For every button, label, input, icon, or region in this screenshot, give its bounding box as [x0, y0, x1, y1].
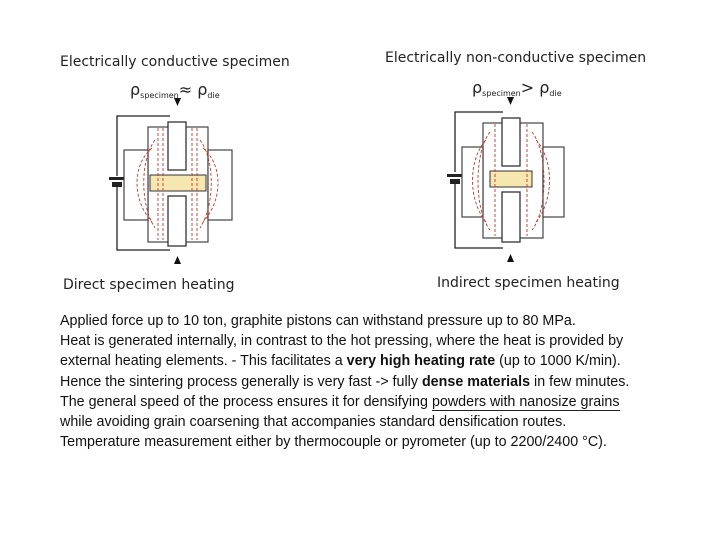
- circuit-wire-top-right: [454, 111, 503, 172]
- upper-punch: [167, 121, 187, 171]
- text-line-5: The general speed of the process ensures…: [60, 393, 620, 411]
- circuit-wire-bottom-right: [454, 184, 503, 249]
- pressure-arrow-bottom-right: [507, 254, 514, 262]
- specimen-right: [489, 170, 533, 188]
- left-panel: Electrically conductive specimen ρspecim…: [60, 54, 290, 293]
- highlight-dense-materials: dense materials: [421, 373, 531, 390]
- lower-punch-right: [501, 191, 521, 243]
- right-panel-title: Electrically non-conductive specimen: [385, 50, 646, 66]
- text-line-4: Hence the sintering process generally is…: [60, 373, 630, 390]
- pressure-arrow-top: [174, 98, 181, 106]
- highlight-nanosize-grains: powders with nanosize grains: [431, 393, 620, 411]
- right-panel: Electrically non-conductive specimen ρsp…: [385, 50, 646, 291]
- die-side-left: [123, 149, 149, 221]
- pressure-arrow-top-right: [507, 97, 514, 105]
- power-source-plate-bottom-right: [450, 179, 460, 184]
- right-rho-formula: ρspecimen> ρdie: [472, 78, 562, 98]
- text-line-1: Applied force up to 10 ton, graphite pis…: [60, 313, 576, 329]
- left-panel-caption: Direct specimen heating: [63, 277, 235, 293]
- highlight-heating-rate: very high heating rate: [346, 353, 496, 370]
- current-flow-lines-right: [472, 124, 550, 236]
- left-panel-title: Electrically conductive specimen: [60, 54, 290, 70]
- text-line-3: external heating elements. - This facili…: [60, 353, 621, 370]
- lower-punch: [167, 195, 187, 247]
- pressure-arrow-bottom: [174, 256, 181, 264]
- right-panel-caption: Indirect specimen heating: [437, 275, 620, 291]
- text-line-6: while avoiding grain coarsening that acc…: [60, 414, 567, 431]
- spark-plasma-sintering-diagram: Electrically conductive specimen ρspecim…: [60, 50, 646, 293]
- current-flow-lines: [136, 128, 219, 240]
- circuit-wire-bottom: [116, 186, 170, 251]
- die-side-right: [207, 149, 233, 221]
- upper-punch-right: [501, 117, 521, 167]
- left-rho-formula: ρspecimen≈ ρdie: [130, 80, 220, 100]
- description-text: Applied force up to 10 ton, graphite pis…: [60, 311, 710, 452]
- power-source-plate-top: [109, 177, 125, 180]
- text-line-2: Heat is generated internally, in contras…: [60, 333, 624, 350]
- power-source-plate-top-right: [447, 174, 463, 177]
- text-line-7: Temperature measurement either by thermo…: [60, 434, 607, 451]
- circuit-wire-top: [116, 115, 170, 176]
- power-source-plate-bottom: [112, 182, 122, 187]
